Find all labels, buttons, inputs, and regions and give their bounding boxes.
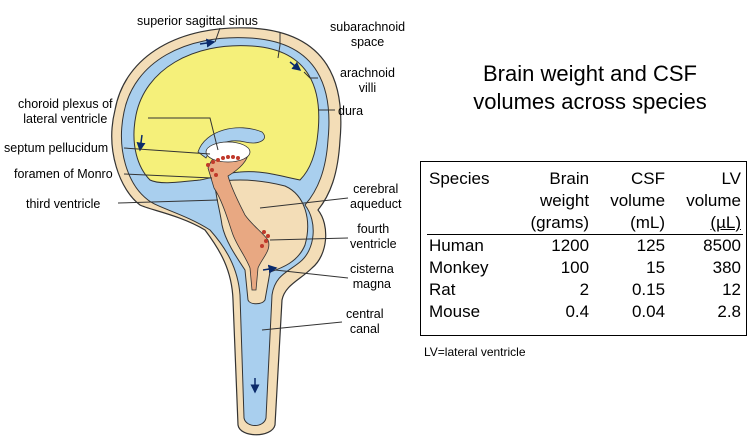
cell-brain-weight: 2 xyxy=(579,280,590,299)
label-canal-line2: canal xyxy=(349,322,380,336)
label-dura: dura xyxy=(338,104,364,118)
label-cisterna-magna: cisterna magna xyxy=(350,262,394,292)
cell-lv-volume: 8500 xyxy=(667,234,743,257)
header-brain-l1: Brain xyxy=(549,169,590,188)
cell-species: Rat xyxy=(429,280,456,299)
cell-lv-volume: 2.8 xyxy=(717,302,741,321)
cell-lv-volume: 12 xyxy=(722,280,741,299)
cell-brain-weight: 0.4 xyxy=(565,302,590,321)
label-choroid-line1: choroid plexus of xyxy=(18,97,113,111)
header-species: Species xyxy=(429,169,490,188)
label-aqueduct-line1: cerebral xyxy=(353,182,399,196)
header-lv-l3: (µL) xyxy=(710,213,741,232)
cell-species: Human xyxy=(427,234,511,257)
label-arachnoid-line1: arachnoid xyxy=(340,66,395,80)
header-csf-l1: CSF xyxy=(631,169,666,188)
label-third-ventricle: third ventricle xyxy=(26,197,101,211)
cell-brain-weight: 100 xyxy=(560,258,590,277)
header-csf-volume: CSF volume (mL) xyxy=(591,168,667,235)
label-cisterna-line1: cisterna xyxy=(350,262,394,276)
csf-flow-arrows xyxy=(136,38,302,394)
header-lv-volume: LV volume (µL) xyxy=(667,168,743,235)
label-fourth-line1: fourth xyxy=(357,222,390,236)
label-cerebral-aqueduct: cerebral aqueduct xyxy=(350,182,401,212)
cell-csf-volume: 0.15 xyxy=(631,280,666,299)
label-choroid-line2: lateral ventricle xyxy=(23,112,108,126)
footnote: LV=lateral ventricle xyxy=(424,345,526,359)
table-row: Mouse 0.4 0.04 2.8 xyxy=(427,301,743,323)
header-lv-l2: volume xyxy=(686,191,741,210)
label-septum-pellucidum: septum pellucidum xyxy=(4,141,109,155)
table-header-row: Species Brain weight (grams) CSF volume … xyxy=(427,168,743,235)
brain-csf-diagram xyxy=(111,27,349,436)
leader-lines xyxy=(117,27,349,331)
species-table: Species Brain weight (grams) CSF volume … xyxy=(427,168,743,323)
label-fourth-line2: ventricle xyxy=(350,237,397,251)
species-table-box: Species Brain weight (grams) CSF volume … xyxy=(420,161,747,336)
label-foramen-of-monro: foramen of Monro xyxy=(14,167,113,181)
label-cisterna-line2: magna xyxy=(352,277,391,291)
header-csf-l2: volume xyxy=(610,191,666,210)
cell-species: Monkey xyxy=(429,258,489,277)
cell-csf-volume: 15 xyxy=(646,258,666,277)
table-row: Monkey 100 15 380 xyxy=(427,257,743,279)
table-title: Brain weight and CSF volumes across spec… xyxy=(430,60,750,116)
label-arachnoid-line2: villi xyxy=(358,81,377,95)
label-choroid-plexus: choroid plexus of lateral ventricle xyxy=(18,97,113,127)
cell-species: Mouse xyxy=(429,302,481,321)
label-subarachnoid-space: subarachnoid space xyxy=(330,20,405,50)
label-subarachnoid-line2: space xyxy=(350,35,385,49)
cell-brain-weight: 1200 xyxy=(510,234,592,257)
cell-lv-volume: 380 xyxy=(712,258,741,277)
header-brain-l3: (grams) xyxy=(530,213,590,232)
label-canal-line1: central xyxy=(346,307,384,321)
title-line2: volumes across species xyxy=(473,89,707,114)
choroid-plexus xyxy=(206,155,270,248)
label-central-canal: central canal xyxy=(346,307,384,337)
label-aqueduct-line2: aqueduct xyxy=(350,197,402,211)
header-brain-weight: Brain weight (grams) xyxy=(510,168,591,235)
label-subarachnoid-line1: subarachnoid xyxy=(330,20,406,34)
label-arachnoid-villi: arachnoid villi xyxy=(340,66,395,96)
header-csf-l3: (mL) xyxy=(630,213,666,232)
title-line1: Brain weight and CSF xyxy=(483,61,697,86)
cell-csf-volume: 125 xyxy=(591,234,668,257)
label-superior-sagittal-sinus: superior sagittal sinus xyxy=(137,14,258,28)
table-row: Human 1200 125 8500 xyxy=(427,234,743,257)
header-brain-l2: weight xyxy=(539,191,590,210)
table-row: Rat 2 0.15 12 xyxy=(427,279,743,301)
label-fourth-ventricle: fourth ventricle xyxy=(350,222,397,252)
header-lv-l1: LV xyxy=(721,169,741,188)
cell-csf-volume: 0.04 xyxy=(631,302,666,321)
